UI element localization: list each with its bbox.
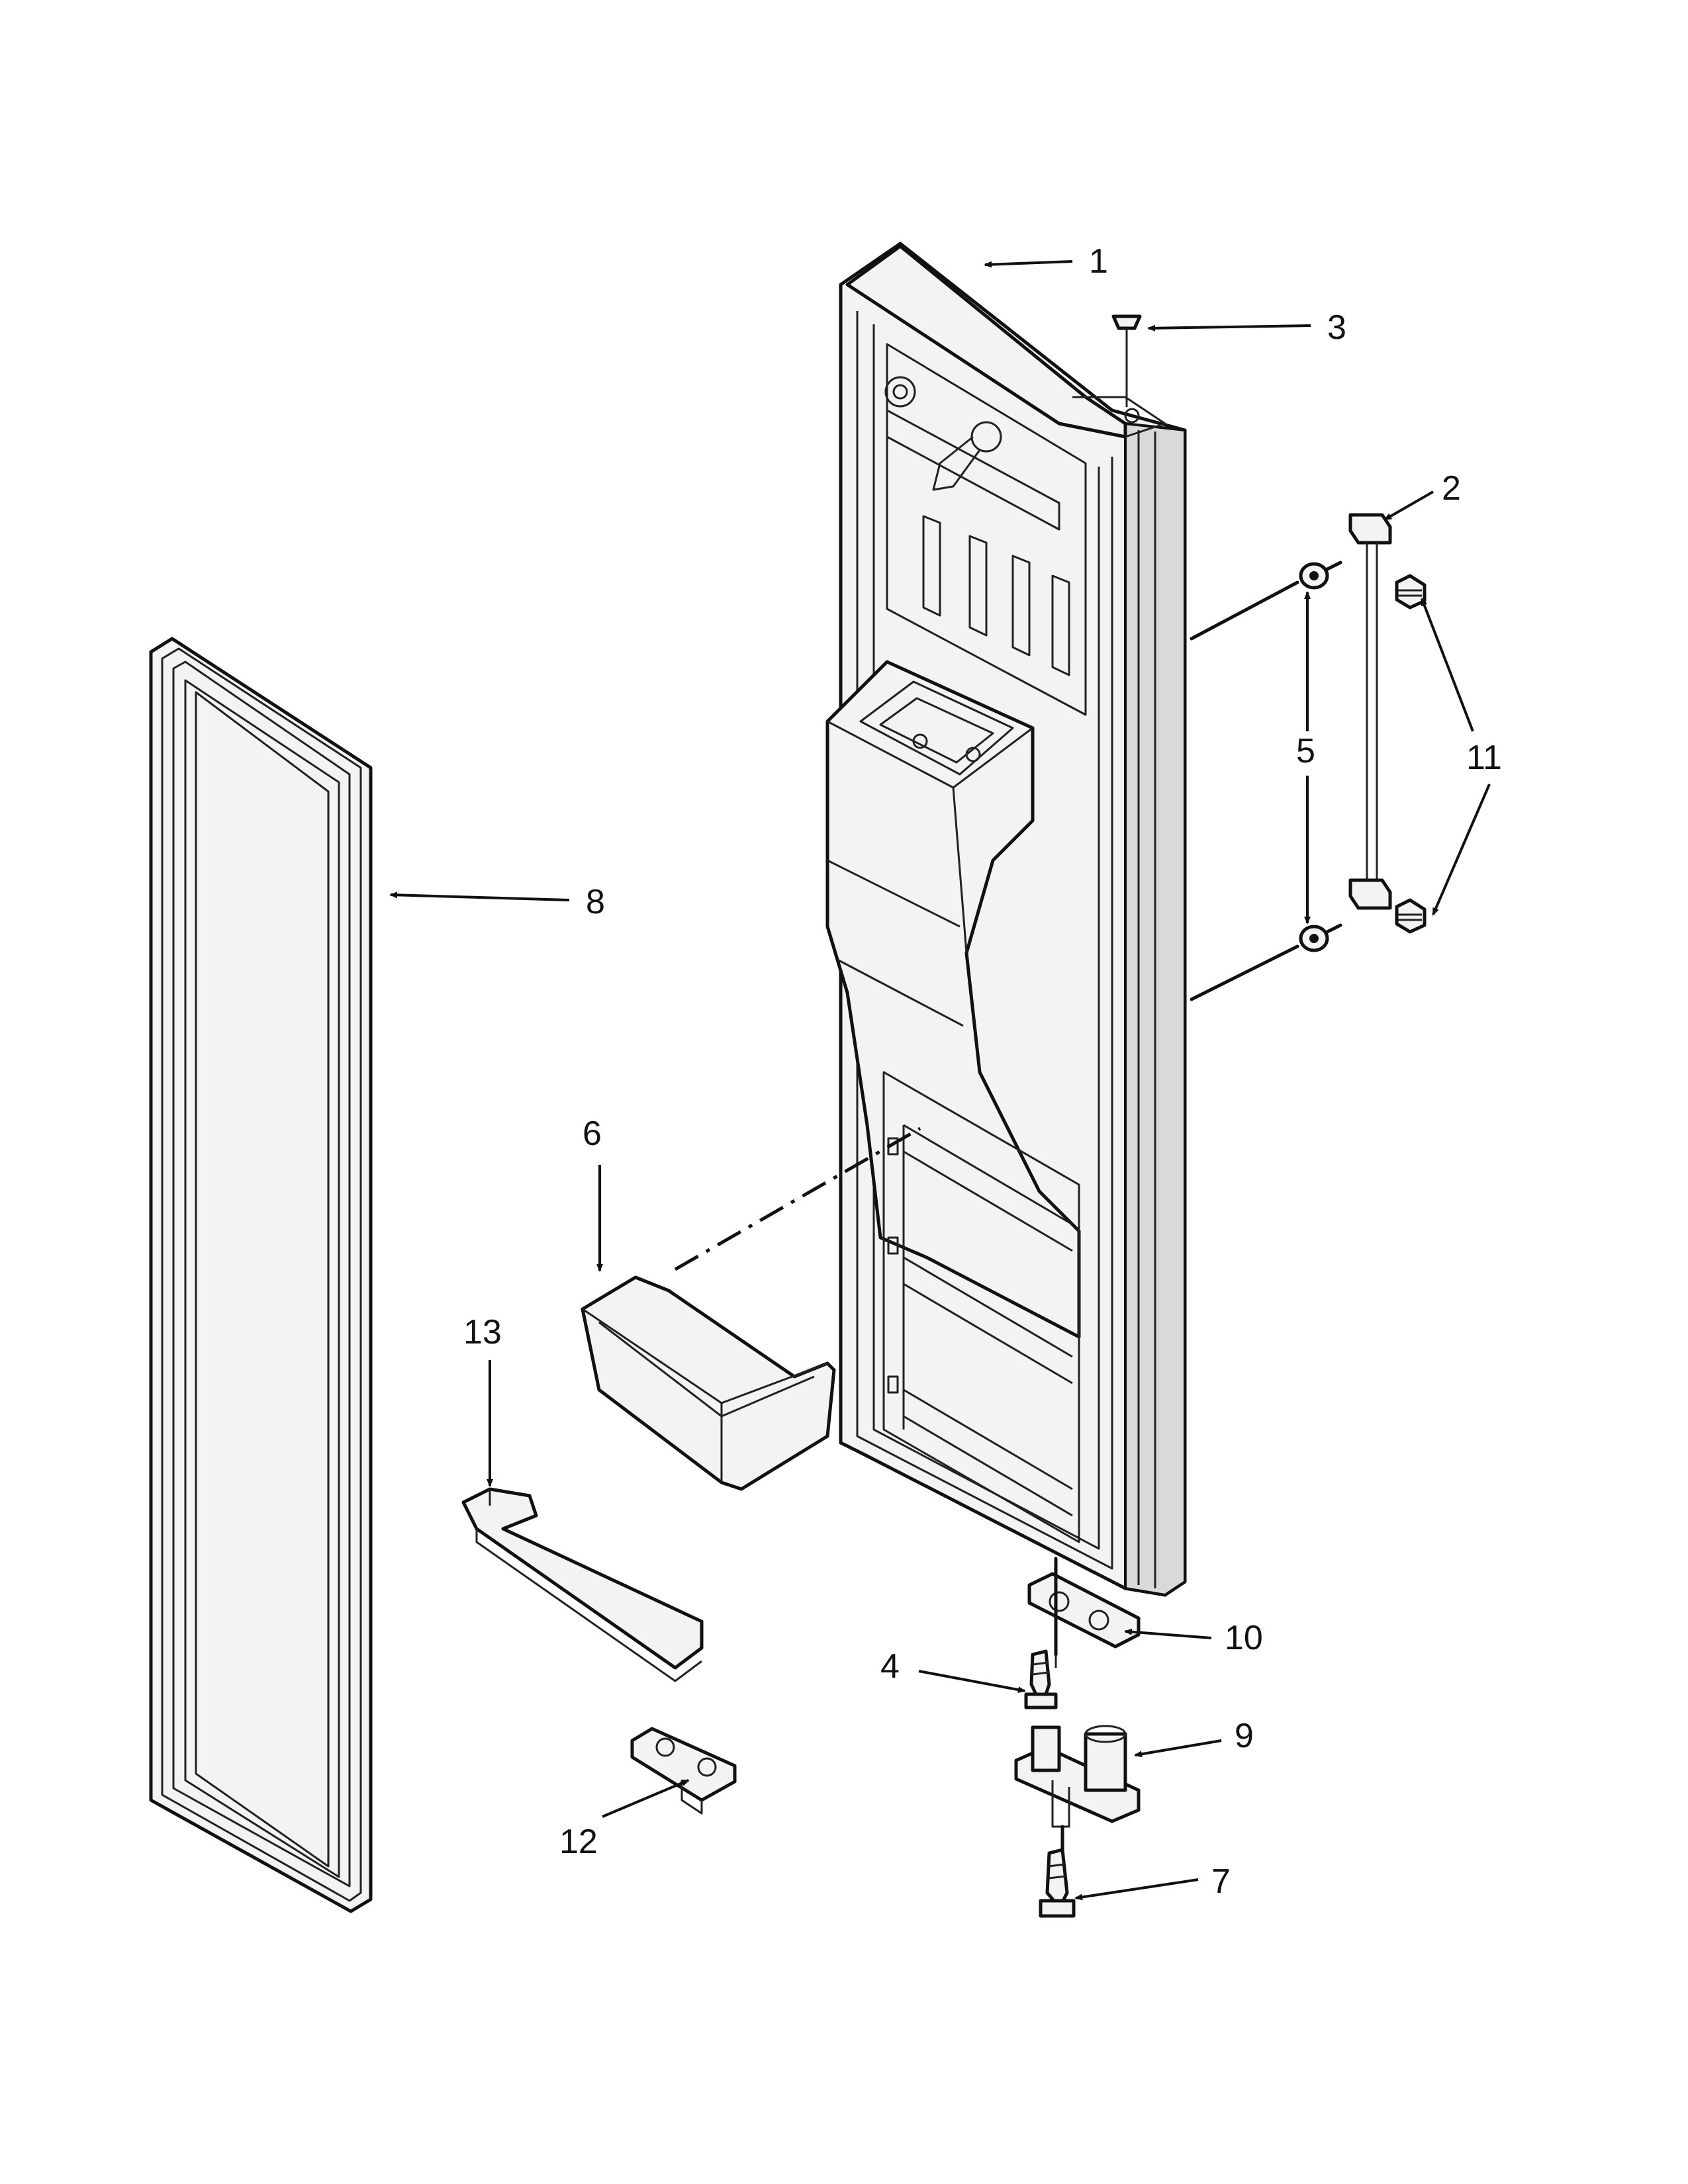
callout-4: 4: [880, 1647, 900, 1686]
callout-8: 8: [586, 883, 605, 921]
callout-3: 3: [1327, 308, 1346, 347]
spacer-lower: [1190, 923, 1342, 1001]
door-handle: [1348, 513, 1392, 910]
callout-13: 13: [463, 1313, 502, 1351]
leader-arrows: [389, 260, 1491, 1901]
callout-9: 9: [1235, 1717, 1254, 1755]
refrigerator-door: [825, 242, 1187, 1597]
callout-12: 12: [559, 1823, 598, 1861]
callout-2: 2: [1442, 469, 1461, 508]
handle-screw-upper: [1395, 574, 1427, 610]
callout-5: 5: [1296, 732, 1315, 770]
door-plug: [1111, 314, 1142, 424]
door-bin: [581, 1126, 921, 1491]
callout-10: 10: [1225, 1619, 1263, 1657]
lower-hinge: [1014, 1725, 1141, 1868]
callout-11: 11: [1466, 739, 1502, 777]
hinge-screw-lower: [1039, 1848, 1076, 1918]
hinge-screw-upper: [1024, 1649, 1058, 1709]
door-gasket: [149, 637, 373, 1913]
bin-bracket: [461, 1487, 704, 1682]
spacer-upper: [1190, 561, 1342, 641]
hinge-shim: [1027, 1557, 1141, 1668]
callout-6: 6: [583, 1115, 602, 1153]
handle-screw-lower: [1395, 898, 1427, 934]
hinge-cover: [630, 1727, 737, 1815]
callout-7: 7: [1211, 1862, 1231, 1901]
callout-1: 1: [1089, 242, 1108, 281]
